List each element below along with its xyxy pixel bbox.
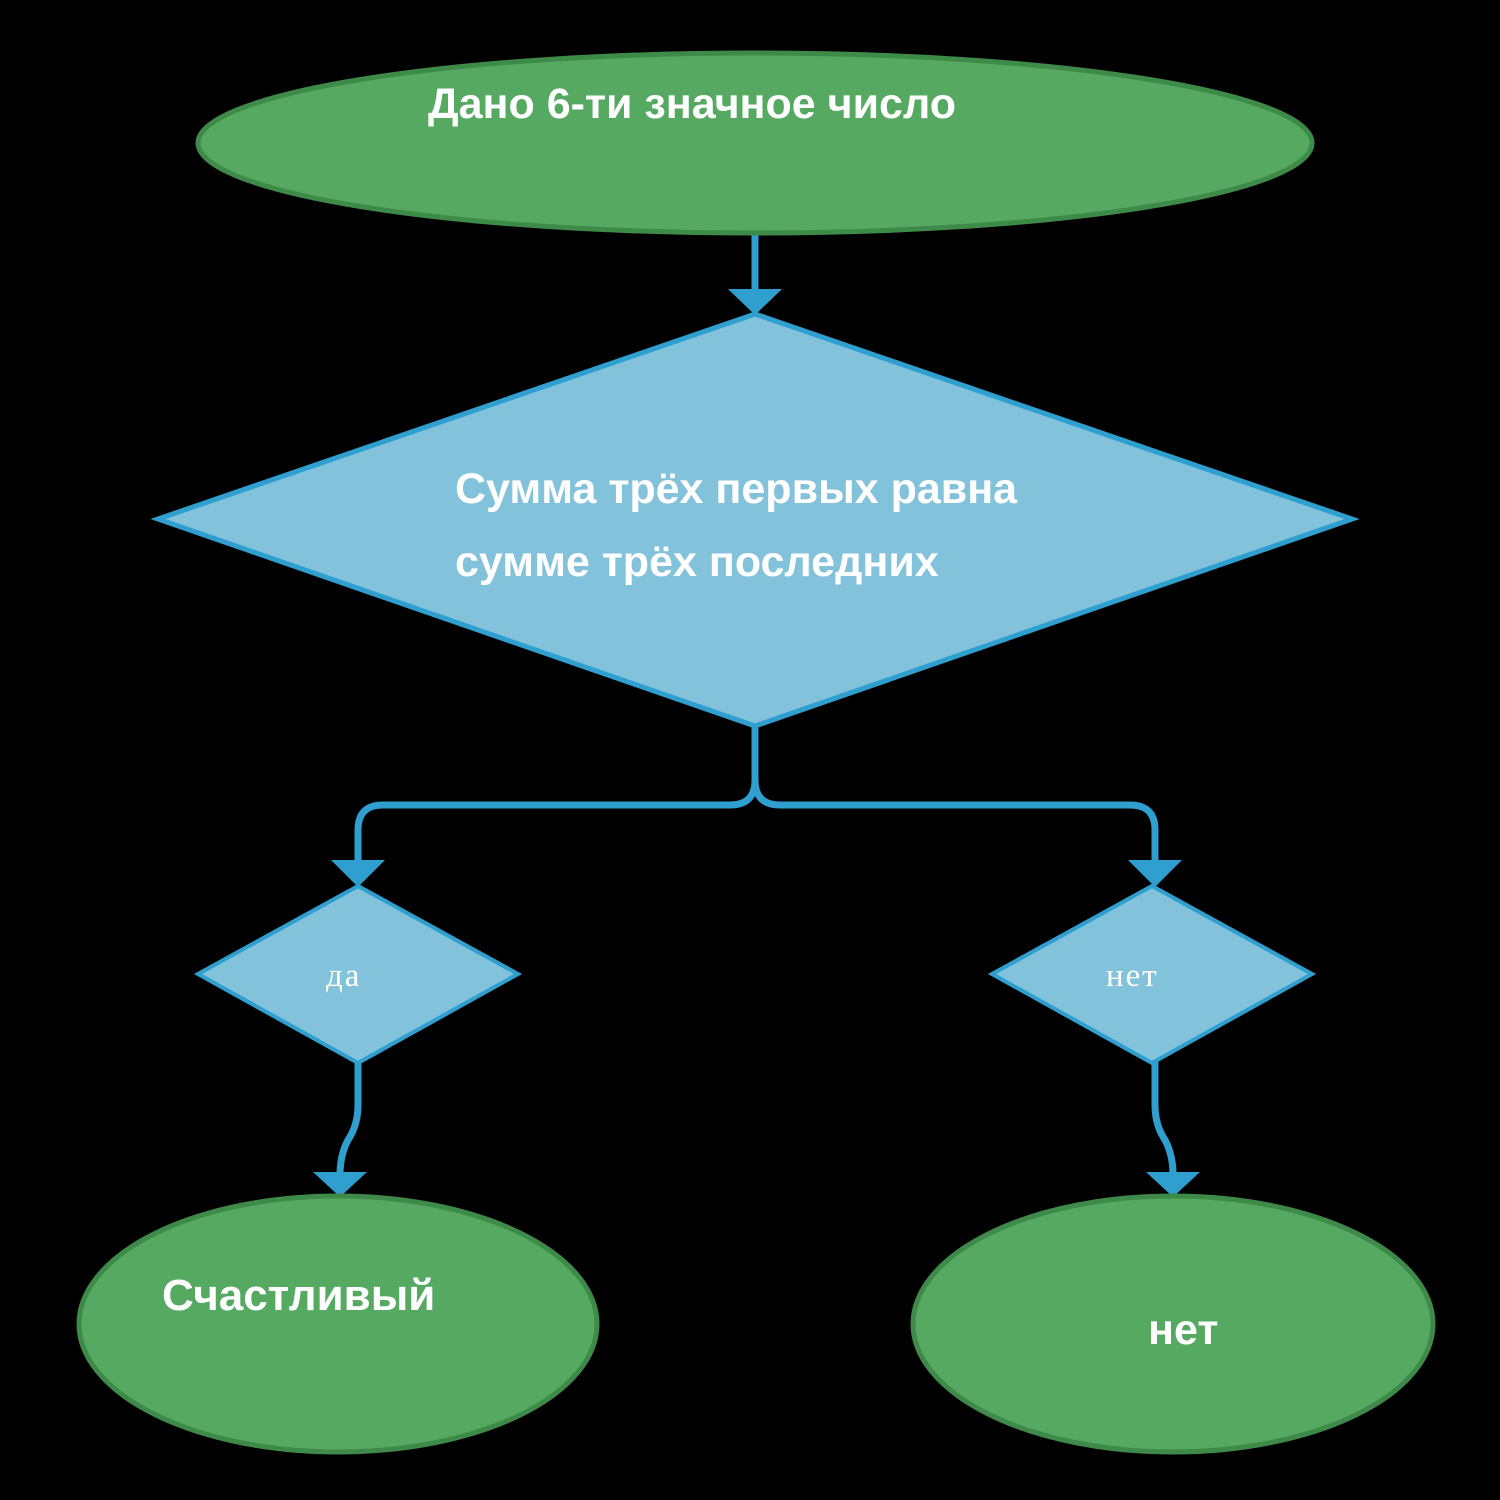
start-label: Дано 6-ти значное число — [428, 80, 956, 128]
condition-label-line-2: сумме трёх последних — [455, 538, 939, 586]
no-branch-label: нет — [1106, 958, 1159, 994]
connector-condition-to-no — [751, 779, 1159, 862]
end-yes-terminal — [76, 1193, 600, 1455]
connector-yes-to-end — [336, 1062, 362, 1176]
condition-decision — [150, 311, 1360, 729]
end-yes-label: Счастливый — [162, 1271, 436, 1320]
condition-label-line-1: Сумма трёх первых равна — [455, 465, 1018, 513]
end-no-label: нет — [1148, 1306, 1219, 1354]
connector-no-to-end — [1151, 1062, 1177, 1176]
connector-condition-to-yes — [354, 727, 759, 862]
no-decision — [987, 883, 1317, 1066]
end-no-terminal — [910, 1193, 1436, 1455]
arrowhead-condition — [728, 289, 782, 315]
arrowhead-end-no — [1146, 1172, 1200, 1197]
arrowhead-yes — [331, 860, 385, 887]
arrowhead-end-yes — [313, 1172, 367, 1197]
yes-decision — [193, 883, 523, 1066]
arrowhead-no — [1128, 860, 1182, 887]
yes-branch-label: да — [326, 958, 362, 994]
start-terminal — [195, 50, 1315, 236]
